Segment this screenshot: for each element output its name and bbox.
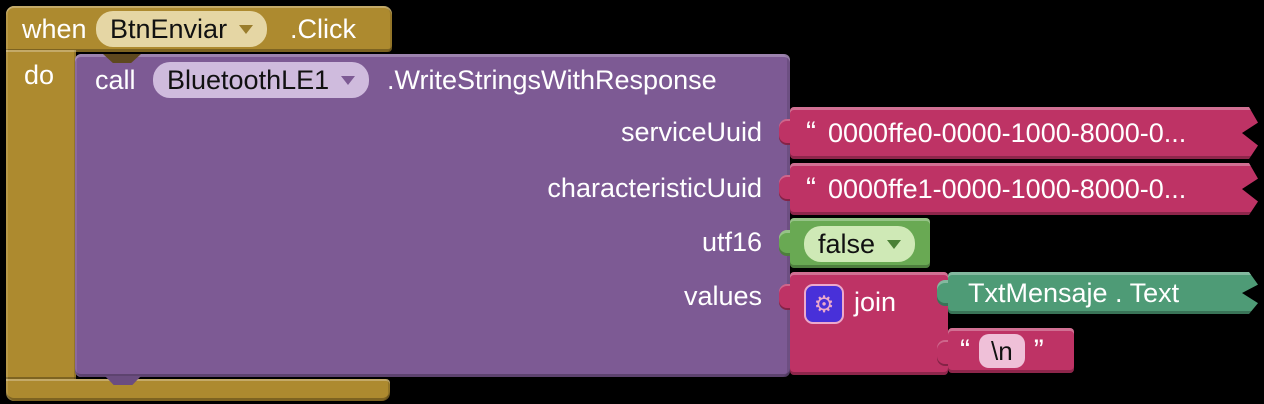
plug-connector [779, 230, 792, 256]
plug-connector [779, 175, 792, 201]
param-label-values: values [683, 281, 762, 311]
open-quote-label: “ [960, 333, 970, 367]
gear-glyph: ⚙ [813, 290, 835, 317]
text-block-characteristicuuid[interactable]: “ 0000ffe1-0000-1000-8000-0... [779, 163, 1258, 215]
open-quote-label: “ [806, 172, 816, 205]
call-keyword-label: call [95, 65, 136, 95]
join-label: join [854, 287, 897, 317]
logic-false-block[interactable]: false [779, 218, 930, 268]
text-field-newline[interactable]: \n [979, 333, 1025, 368]
open-quote-label: “ [806, 116, 816, 149]
plug-connector [937, 340, 950, 366]
param-label-utf16: utf16 [701, 227, 762, 257]
text-field-characteristicuuid[interactable]: 0000ffe1-0000-1000-8000-0... [828, 173, 1187, 204]
event-name-label: .Click [290, 14, 356, 44]
when-event-block-foot[interactable] [6, 379, 390, 401]
getter-label: TxtMensaje . Text [968, 277, 1180, 308]
chevron-down-icon [341, 75, 356, 85]
text-field-serviceuuid[interactable]: 0000ffe0-0000-1000-8000-0... [828, 117, 1187, 148]
do-label: do [24, 60, 55, 90]
when-event-block-body[interactable] [6, 50, 76, 380]
text-block-newline[interactable]: “ \n ” [937, 328, 1074, 373]
component-dropdown-btnenviar[interactable]: BtnEnviar [96, 11, 268, 47]
logic-dropdown-value: false [818, 228, 876, 259]
component-dropdown-value: BluetoothLE1 [167, 64, 330, 95]
when-keyword-label: when [22, 14, 87, 44]
text-block-serviceuuid[interactable]: “ 0000ffe0-0000-1000-8000-0... [779, 107, 1258, 159]
join-block[interactable]: ⚙ join [779, 272, 948, 375]
close-quote-label: ” [1033, 333, 1044, 367]
logic-dropdown-false[interactable]: false [804, 226, 916, 262]
param-label-serviceuuid: serviceUuid [620, 117, 762, 147]
param-label-characteristicuuid: characteristicUuid [547, 173, 762, 203]
plug-connector [779, 284, 792, 310]
call-method-block[interactable]: call BluetoothLE1 .WriteStringsWithRespo… [75, 54, 790, 377]
getter-block-txtmensaje-text[interactable]: TxtMensaje . Text [937, 272, 1258, 314]
plug-connector [937, 280, 950, 306]
component-dropdown-bluetoothle1[interactable]: BluetoothLE1 [153, 62, 370, 98]
method-name-label: .WriteStringsWithResponse [387, 65, 717, 95]
component-dropdown-value: BtnEnviar [110, 13, 228, 44]
mutator-gear-icon[interactable]: ⚙ [804, 284, 844, 324]
chevron-down-icon [239, 24, 254, 34]
plug-connector [779, 119, 792, 145]
chevron-down-icon [887, 239, 902, 249]
